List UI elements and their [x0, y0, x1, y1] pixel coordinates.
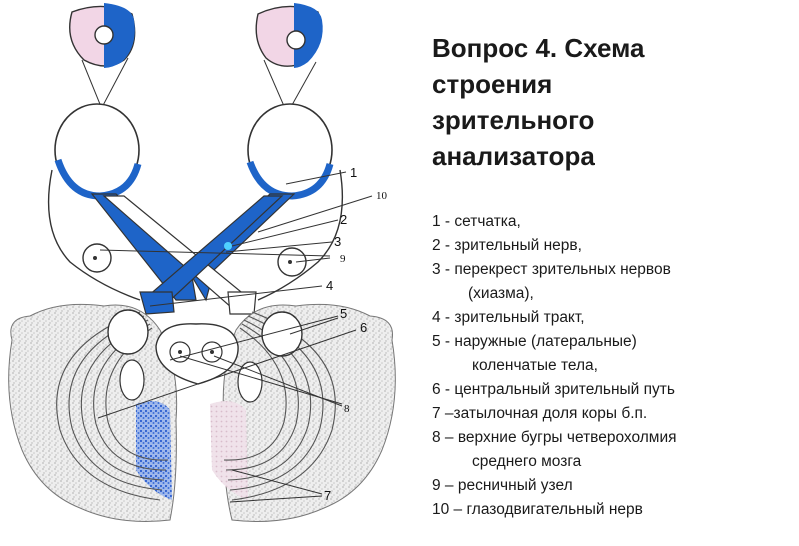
visual-field-right [255, 3, 323, 68]
visual-pathway-diagram: 1 10 2 3 9 4 5 6 8 7 [8, 3, 396, 522]
ciliary-ganglion-right [277, 247, 307, 277]
legend-item-text: 3 - перекрест зрительных нервов [432, 261, 671, 278]
title-line: Вопрос 4. Схема [432, 33, 645, 63]
label-6: 6 [360, 320, 367, 335]
title-line: зрительного [432, 105, 595, 135]
legend-item: 4 - зрительный тракт, [432, 306, 792, 330]
legend-item-continuation: коленчатые тела, [472, 357, 598, 374]
legend-item-text: 1 - сетчатка, [432, 213, 521, 230]
label-7: 7 [324, 488, 331, 503]
legend-item: 9 – ресничный узел [432, 474, 792, 498]
legend-item-text: 7 –затылочная доля коры б.п. [432, 405, 648, 422]
title-line: анализатора [432, 141, 595, 171]
legend-item: 2 - зрительный нерв, [432, 234, 792, 258]
legend-item-text: 4 - зрительный тракт, [432, 309, 585, 326]
label-3: 3 [334, 234, 341, 249]
legend-item: 8 – верхние бугры четверохолмия среднего… [432, 426, 792, 474]
eyeball-right [246, 103, 334, 200]
cortex-right-hemisphere [210, 303, 396, 522]
label-8: 8 [344, 403, 350, 415]
superior-colliculi [155, 323, 239, 385]
label-2: 2 [340, 212, 347, 227]
legend-item-continuation: среднего мозга [472, 453, 582, 470]
label-5: 5 [340, 306, 347, 321]
legend-item-text: 6 - центральный зрительный путь [432, 381, 675, 398]
leader-lines [97, 171, 373, 503]
legend-item: 3 - перекрест зрительных нервов (хиазма)… [432, 258, 792, 306]
title-line: строения [432, 69, 553, 99]
legend-item-text: 9 – ресничный узел [432, 477, 573, 494]
slide-title: Вопрос 4. Схема строения зрительного ана… [432, 30, 792, 174]
eyeball-left [54, 103, 142, 200]
legend-item-text: 5 - наружные (латеральные) [432, 333, 637, 350]
legend-list: 1 - сетчатка, 2 - зрительный нерв, 3 - п… [432, 210, 792, 522]
legend-item: 5 - наружные (латеральные) коленчатые те… [432, 330, 792, 378]
label-9: 9 [340, 253, 346, 265]
label-1: 1 [350, 165, 357, 180]
legend-item-text: 2 - зрительный нерв, [432, 237, 582, 254]
legend-item-continuation: (хиазма), [468, 285, 534, 302]
label-10: 10 [376, 190, 388, 202]
sheath-outline [47, 169, 344, 301]
legend-item: 1 - сетчатка, [432, 210, 792, 234]
lateral-geniculate-left [107, 309, 149, 401]
legend-item: 10 – глазодвигательный нерв [432, 498, 792, 522]
legend-item: 6 - центральный зрительный путь [432, 378, 792, 402]
optic-nerves-chiasm [90, 193, 296, 315]
visual-field-left [69, 3, 136, 68]
legend-item: 7 –затылочная доля коры б.п. [432, 402, 792, 426]
legend-item-text: 10 – глазодвигательный нерв [432, 501, 643, 518]
cortex-left-hemisphere [8, 303, 178, 522]
legend-item-text: 8 – верхние бугры четверохолмия [432, 429, 677, 446]
label-4: 4 [326, 278, 333, 293]
ciliary-ganglion-left [82, 243, 112, 273]
